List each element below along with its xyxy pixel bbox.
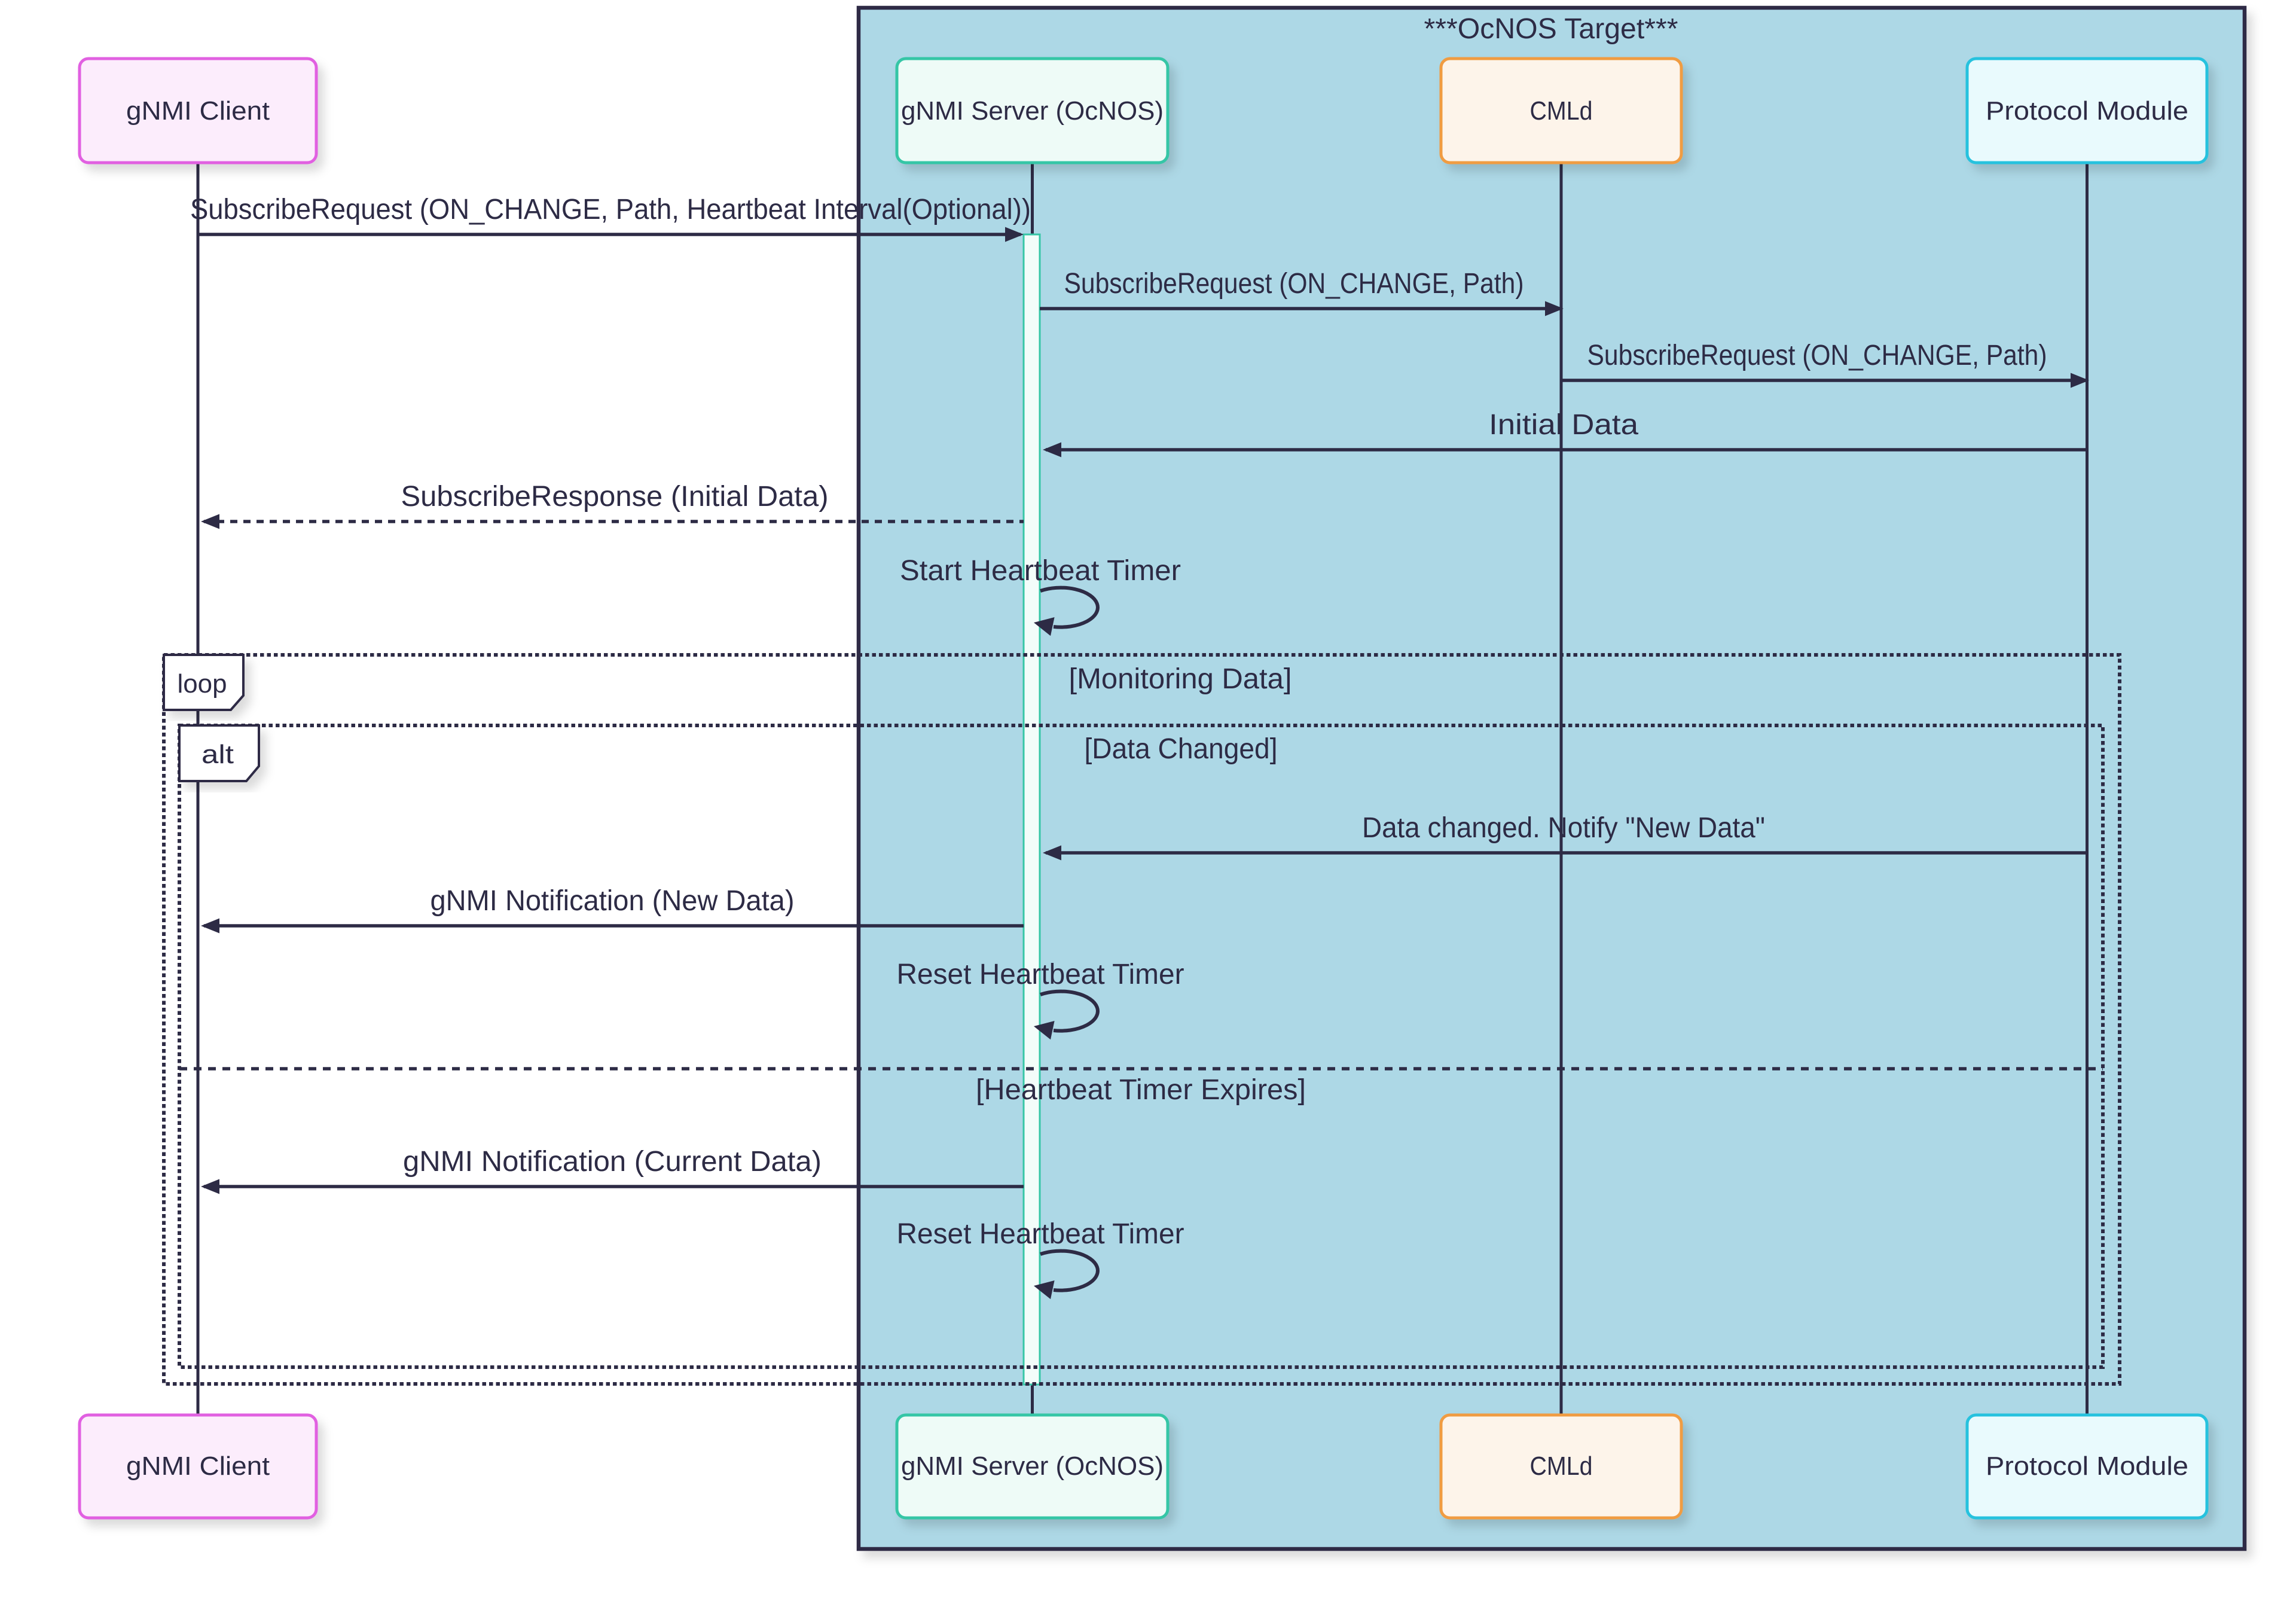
svg-text:SubscribeRequest (ON_CHANGE, P: SubscribeRequest (ON_CHANGE, Path, Heart… — [190, 194, 1031, 225]
svg-text:SubscribeResponse (Initial Dat: SubscribeResponse (Initial Data) — [401, 481, 829, 513]
svg-text:Protocol Module: Protocol Module — [1986, 96, 2188, 126]
svg-text:SubscribeRequest (ON_CHANGE, P: SubscribeRequest (ON_CHANGE, Path) — [1587, 340, 2047, 371]
svg-text:SubscribeRequest (ON_CHANGE, P: SubscribeRequest (ON_CHANGE, Path) — [1064, 268, 1524, 300]
svg-text:CMLd: CMLd — [1530, 1451, 1593, 1481]
svg-text:[Monitoring Data]: [Monitoring Data] — [1069, 663, 1292, 695]
svg-text:[Heartbeat Timer Expires]: [Heartbeat Timer Expires] — [976, 1074, 1306, 1106]
svg-text:gNMI Server (OcNOS): gNMI Server (OcNOS) — [901, 1451, 1164, 1481]
svg-text:Reset Heartbeat Timer: Reset Heartbeat Timer — [897, 1218, 1184, 1250]
svg-text:Reset Heartbeat Timer: Reset Heartbeat Timer — [897, 959, 1184, 990]
svg-text:gNMI Client: gNMI Client — [126, 96, 270, 126]
svg-text:CMLd: CMLd — [1530, 96, 1593, 126]
svg-text:gNMI Client: gNMI Client — [126, 1451, 270, 1481]
svg-text:Protocol Module: Protocol Module — [1986, 1451, 2188, 1481]
svg-text:gNMI Server (OcNOS): gNMI Server (OcNOS) — [901, 96, 1164, 126]
svg-text:gNMI Notification (Current Dat: gNMI Notification (Current Data) — [403, 1146, 822, 1178]
svg-text:loop: loop — [178, 669, 227, 699]
svg-text:***OcNOS Target***: ***OcNOS Target*** — [1424, 13, 1678, 45]
svg-text:Initial Data: Initial Data — [1489, 409, 1638, 441]
svg-text:alt: alt — [201, 740, 234, 769]
svg-text:[Data Changed]: [Data Changed] — [1085, 733, 1278, 765]
svg-text:Data changed. Notify "New Data: Data changed. Notify "New Data" — [1362, 812, 1765, 844]
svg-text:Start Heartbeat Timer: Start Heartbeat Timer — [900, 555, 1181, 587]
svg-text:gNMI Notification (New Data): gNMI Notification (New Data) — [430, 885, 795, 917]
